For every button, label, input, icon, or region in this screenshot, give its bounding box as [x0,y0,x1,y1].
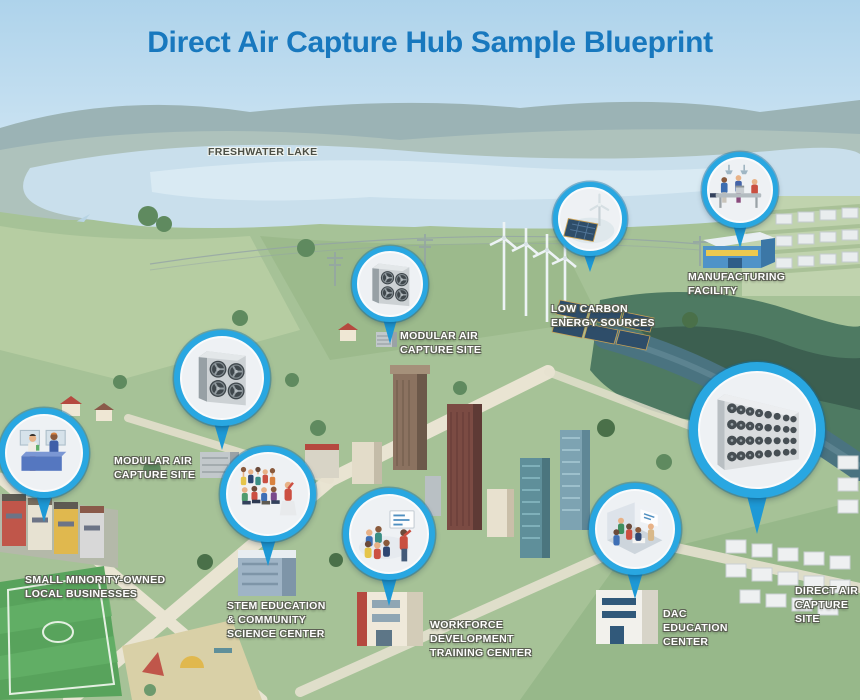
soccer-field [0,566,122,700]
label-dac-site: DIRECT AIR CAPTURE SITE [795,585,859,625]
shop-counter-people-icon [19,430,67,471]
small-houses [60,323,358,421]
marker-stem-education [220,446,316,566]
dac-education-building [596,590,658,644]
marker-bubble [589,483,681,575]
fan-wall-4x8-icon [717,393,799,470]
marker-bubble [0,408,89,498]
power-lines [149,234,708,286]
trees [113,206,698,570]
marker-bubble [553,182,627,256]
label-freshwater-lake: FRESHWATER LAKE [208,146,318,158]
label-low-carbon: LOW CARBON ENERGY SOURCES [551,303,655,329]
marker-bubble [343,488,435,580]
marker-bubble [174,330,270,426]
marker-dac-education [589,483,681,599]
marker-dac-site [689,362,825,534]
label-small-businesses: SMALL MINORITY-OWNED LOCAL BUSINESSES [25,574,166,600]
fan-unit-2x2-icon [199,351,247,406]
marker-small-businesses [0,408,89,522]
marker-bubble [702,152,778,228]
label-modular-site-left: MODULAR AIR CAPTURE SITE [114,455,196,481]
dac-site-containers [725,455,859,616]
assembly-line-workers-icon [709,164,761,208]
container-rows-top-right [775,207,859,269]
label-stem-education: STEM EDUCATION & COMMUNITY SCIENCE CENTE… [227,600,326,640]
fan-unit-2x2-icon [371,263,409,306]
wind-turbine-and-solar-panel-icon [562,193,614,243]
label-modular-site-center: MODULAR AIR CAPTURE SITE [400,330,482,356]
marker-bubble [352,246,428,322]
wind-turbines [489,222,577,322]
page-title: Direct Air Capture Hub Sample Blueprint [147,26,713,59]
marker-bubble [220,446,316,542]
marker-low-carbon-energy [553,182,627,272]
marker-workforce-training [343,488,435,606]
city-buildings [305,365,590,558]
marker-bubble [689,362,825,498]
solar-panel-arrays [551,299,655,351]
community-group-icon [239,467,297,516]
label-dac-education: DAC EDUCATION CENTER [663,608,728,648]
label-workforce-training: WORKFORCE DEVELOPMENT TRAINING CENTER [430,619,533,659]
marker-modular-site-left [174,330,270,450]
label-manufacturing: MANUFACTURING FACILITY [688,271,786,297]
marker-manufacturing-facility [702,152,778,248]
training-session-icon [359,510,415,562]
playground [122,620,262,700]
marker-modular-site-center [352,246,428,344]
classroom-icon [607,502,663,555]
